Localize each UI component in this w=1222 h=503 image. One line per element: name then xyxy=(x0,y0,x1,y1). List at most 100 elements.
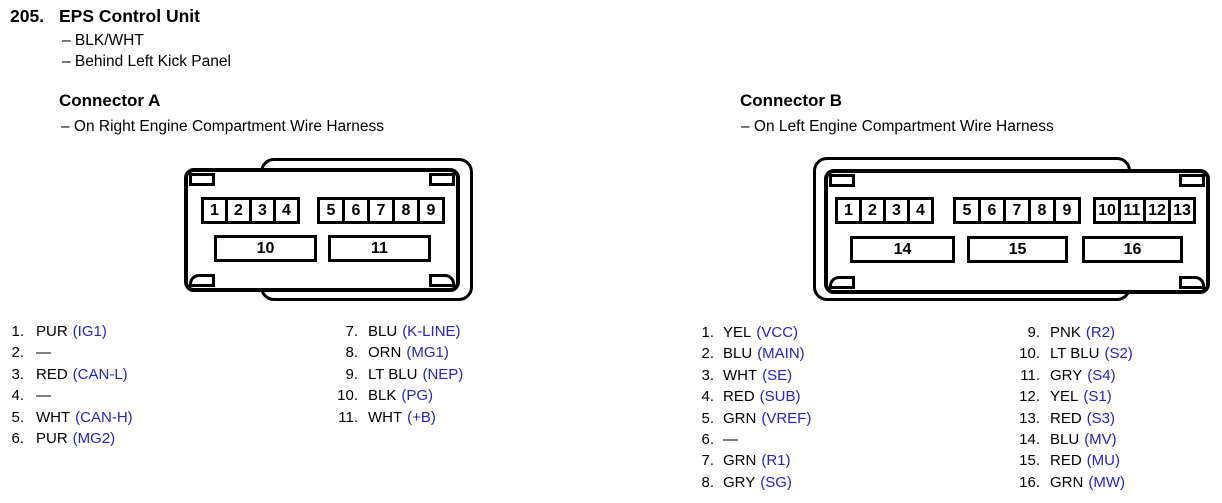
pin-box-b2: 2 xyxy=(859,197,886,224)
signal-name: (MG2) xyxy=(72,429,116,447)
pin-row: 9.LT BLU(NEP) xyxy=(345,365,464,383)
signal-name: (S1) xyxy=(1083,388,1112,406)
pin-box-a7: 7 xyxy=(367,197,395,224)
signal-name: (MV) xyxy=(1084,430,1117,448)
signal-name: (SUB) xyxy=(759,388,801,406)
pin-box-a4: 4 xyxy=(273,197,300,224)
pin-box-a1: 1 xyxy=(201,197,228,224)
signal-name: (S3) xyxy=(1086,409,1116,427)
header-note-location: – Behind Left Kick Panel xyxy=(62,53,231,70)
pin-box-b3: 3 xyxy=(883,197,910,224)
pin-row: 5.GRN(VREF) xyxy=(701,409,812,427)
pin-row: 10.LT BLU(S2) xyxy=(1019,345,1133,363)
pin-box-b5: 5 xyxy=(953,197,981,224)
pin-row: 1.PUR(IG1) xyxy=(11,323,107,340)
pin-row: 4.— xyxy=(11,387,51,405)
pin-box-b11: 11 xyxy=(1118,197,1146,224)
pin-box-b15: 15 xyxy=(967,236,1068,263)
pin-row: 16.GRN(MW) xyxy=(1019,473,1125,491)
pin-box-a10: 10 xyxy=(214,235,317,262)
corner-tab xyxy=(1179,174,1205,187)
pin-box-a6: 6 xyxy=(342,197,370,224)
pin-row: 6.PUR(MG2) xyxy=(11,429,116,447)
signal-name: (NEP) xyxy=(422,365,464,383)
pin-box-a3: 3 xyxy=(249,197,276,224)
pin-row: 12.YEL(S1) xyxy=(1019,388,1112,406)
corner-tab xyxy=(1179,276,1205,289)
corner-tab xyxy=(829,276,855,289)
corner-tab xyxy=(189,274,215,287)
signal-name: (CAN-L) xyxy=(72,365,128,383)
connector-b-pin-list-left: 1.YEL(VCC) 2.BLU(MAIN) 3.WHT(SE) 4.RED(S… xyxy=(700,322,811,493)
signal-name: (K-LINE) xyxy=(402,323,461,340)
pin-box-b16: 16 xyxy=(1082,236,1183,263)
section-number: 205. xyxy=(10,6,45,26)
pin-box-b9: 9 xyxy=(1053,197,1081,224)
pin-row: 2.BLU(MAIN) xyxy=(701,345,805,363)
corner-tab xyxy=(429,274,455,287)
pin-row: 7.GRN(R1) xyxy=(701,452,791,470)
pin-row: 10.BLK(PG) xyxy=(337,387,434,405)
connector-a-pin-list-left: 1.PUR(IG1) 2.— 3.RED(CAN-L) 4.— 5.WHT(CA… xyxy=(10,321,133,449)
signal-name: (R1) xyxy=(761,452,791,470)
pin-row: 2.— xyxy=(11,344,51,362)
connector-a-face: 1 2 3 4 5 6 7 8 9 10 11 xyxy=(184,168,460,292)
pin-row: 6.— xyxy=(701,430,738,448)
connector-b-pin-list-right: 9.PNK(R2) 10.LT BLU(S2) 11.GRY(S4) 12.YE… xyxy=(1012,322,1133,493)
corner-tab xyxy=(189,173,215,186)
pin-box-b6: 6 xyxy=(978,197,1006,224)
pin-box-a11: 11 xyxy=(328,235,431,262)
signal-name: (+B) xyxy=(407,408,436,426)
signal-name: (S2) xyxy=(1104,345,1133,363)
pin-box-b7: 7 xyxy=(1003,197,1031,224)
pin-row: 11.GRY(S4) xyxy=(1020,366,1116,384)
pin-row: 15.RED(MU) xyxy=(1019,452,1120,470)
pin-row: 3.WHT(SE) xyxy=(701,366,793,384)
pin-box-b12: 12 xyxy=(1143,197,1171,224)
header-note-color: – BLK/WHT xyxy=(62,32,144,49)
connector-a-pin-list-right: 7.BLU(K-LINE) 8.ORN(MG1) 9.LT BLU(NEP) 1… xyxy=(332,321,463,428)
corner-tab xyxy=(429,173,455,186)
signal-name: (PG) xyxy=(401,387,434,405)
signal-name: (MU) xyxy=(1086,452,1120,470)
corner-tab xyxy=(829,174,855,187)
pin-box-b8: 8 xyxy=(1028,197,1056,224)
connector-b-face: 1 2 3 4 5 6 7 8 9 10 11 12 13 14 15 16 xyxy=(824,169,1210,294)
signal-name: (MW) xyxy=(1088,473,1125,491)
signal-name: (VCC) xyxy=(756,324,799,341)
pin-row: 8.ORN(MG1) xyxy=(345,344,449,362)
signal-name: (MAIN) xyxy=(757,345,805,363)
pin-box-a8: 8 xyxy=(392,197,420,224)
signal-name: (IG1) xyxy=(72,323,107,340)
connector-b-subtitle: – On Left Engine Compartment Wire Harnes… xyxy=(741,118,1054,135)
signal-name: (SE) xyxy=(762,366,793,384)
pin-row: 13.RED(S3) xyxy=(1019,409,1116,427)
pin-row: 7.BLU(K-LINE) xyxy=(345,323,461,340)
connector-a-subtitle: – On Right Engine Compartment Wire Harne… xyxy=(61,118,385,135)
pin-box-b10: 10 xyxy=(1093,197,1121,224)
pin-box-b4: 4 xyxy=(907,197,934,224)
connector-a-title: Connector A xyxy=(59,91,161,110)
signal-name: (VREF) xyxy=(761,409,812,427)
pin-row: 11.WHT(+B) xyxy=(338,408,436,426)
pin-row: 1.YEL(VCC) xyxy=(701,324,799,341)
pin-box-b13: 13 xyxy=(1168,197,1196,224)
pin-box-b1: 1 xyxy=(835,197,862,224)
pin-box-a2: 2 xyxy=(225,197,252,224)
connector-b-title: Connector B xyxy=(740,91,842,110)
pin-box-b14: 14 xyxy=(850,236,955,263)
signal-name: (SG) xyxy=(760,473,792,491)
connector-a-diagram: 1 2 3 4 5 6 7 8 9 10 11 xyxy=(184,155,476,305)
pin-box-a5: 5 xyxy=(317,197,345,224)
pin-box-a9: 9 xyxy=(417,197,445,224)
pin-row: 5.WHT(CAN-H) xyxy=(11,408,133,426)
page-title: EPS Control Unit xyxy=(59,6,200,26)
pin-row: 9.PNK(R2) xyxy=(1027,324,1116,341)
signal-name: (R2) xyxy=(1085,324,1116,341)
connector-b-diagram: 1 2 3 4 5 6 7 8 9 10 11 12 13 14 15 16 xyxy=(813,155,1213,305)
pin-row: 4.RED(SUB) xyxy=(701,388,801,406)
signal-name: (S4) xyxy=(1087,366,1116,384)
signal-name: (MG1) xyxy=(406,344,449,362)
pin-row: 14.BLU(MV) xyxy=(1019,430,1117,448)
